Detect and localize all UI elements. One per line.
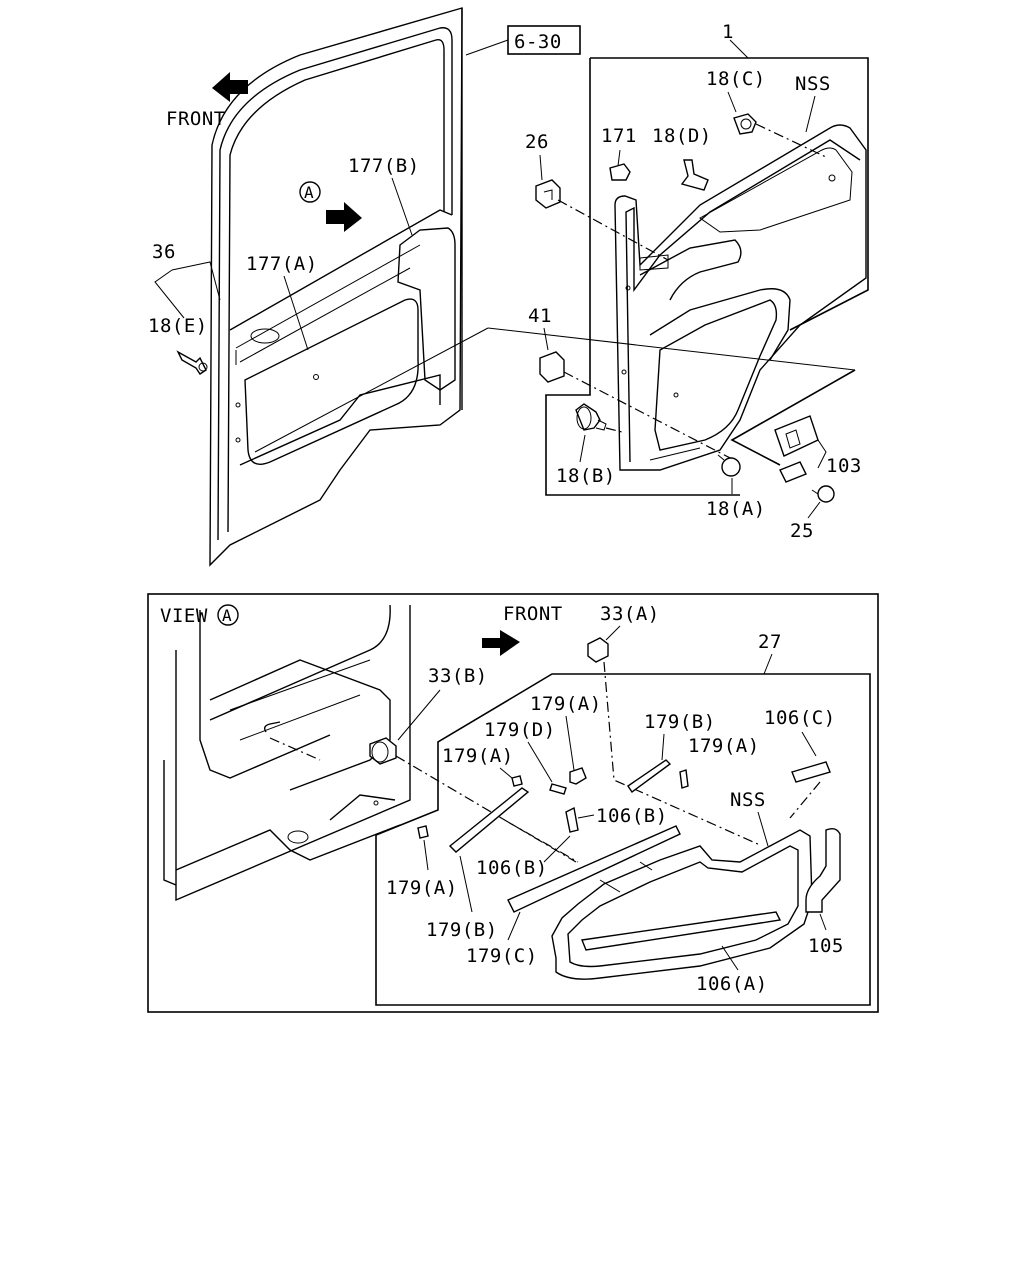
- label-179a-2: 179(A): [442, 745, 514, 767]
- label-179b-2: 179(B): [426, 919, 498, 941]
- seal-piece-179a-left: [511, 775, 523, 787]
- clip-26: [535, 179, 561, 209]
- label-33b: 33(B): [428, 665, 488, 687]
- view-a-letter: A: [304, 183, 314, 202]
- seal-piece-179a-right: [679, 769, 689, 789]
- label-103: 103: [826, 455, 862, 477]
- front-arrow-view: FRONT: [482, 603, 563, 656]
- label-179a-3: 179(A): [688, 735, 760, 757]
- seal-group-frame: 27: [375, 631, 871, 1006]
- label-27: 27: [758, 631, 782, 653]
- label-36: 36: [152, 241, 176, 263]
- label-18c: 18(C): [706, 68, 766, 90]
- view-circle-letter: A: [222, 606, 232, 625]
- clip-171: [609, 163, 631, 181]
- trim-panel-box: [254, 57, 869, 496]
- seal-strip-179c: [507, 825, 681, 913]
- seal-strip-106c: [791, 761, 831, 783]
- front-label-view: FRONT: [503, 603, 563, 625]
- view-door-panel: [163, 604, 411, 902]
- view-label: VIEW: [160, 605, 208, 627]
- label-18e: 18(E): [148, 315, 208, 337]
- label-106b-2: 106(B): [476, 857, 548, 879]
- ref-box-label: 6-30: [514, 31, 562, 53]
- label-179b-1: 179(B): [644, 711, 716, 733]
- screw-25: [811, 485, 835, 503]
- label-105: 105: [808, 935, 844, 957]
- label-25: 25: [790, 520, 814, 542]
- seal-piece-179a-upper: [569, 767, 587, 785]
- label-33a: 33(A): [600, 603, 660, 625]
- label-179a-1: 179(A): [530, 693, 602, 715]
- view-a-title: VIEW A: [160, 604, 239, 627]
- clip-33b: [369, 737, 397, 765]
- view-a-marker: A: [299, 181, 362, 232]
- clip-41: [539, 351, 565, 383]
- view-a-frame: [147, 593, 879, 1013]
- label-18d: 18(D): [652, 125, 712, 147]
- label-179d: 179(D): [484, 719, 556, 741]
- label-1: 1: [722, 21, 734, 43]
- label-179a-4: 179(A): [386, 877, 458, 899]
- label-18a: 18(A): [706, 498, 766, 520]
- seal-strip-179b-right: [627, 759, 672, 793]
- seal-106a: [551, 829, 813, 980]
- label-177b: 177(B): [348, 155, 420, 177]
- seal-piece-106b: [565, 806, 579, 833]
- seal-105: [805, 827, 841, 913]
- label-41: 41: [528, 305, 552, 327]
- label-106a: 106(A): [696, 973, 768, 995]
- door-panel-outline: [209, 7, 463, 567]
- label-18b: 18(B): [556, 465, 616, 487]
- push-pin-18a: [717, 454, 741, 477]
- nss-label-view: NSS: [730, 789, 766, 811]
- clip-18c: [733, 113, 757, 135]
- nss-label-top: NSS: [795, 73, 831, 95]
- label-179c: 179(C): [466, 945, 538, 967]
- label-26: 26: [525, 131, 549, 153]
- clip-33a: [587, 637, 609, 663]
- bolt-18e: [176, 350, 208, 375]
- push-pin-18b: [575, 403, 607, 431]
- bracket-18d: [680, 159, 709, 191]
- retainer-103: [774, 415, 819, 483]
- label-106b-1: 106(B): [596, 805, 668, 827]
- trim-panel: [614, 124, 867, 471]
- label-171: 171: [601, 125, 637, 147]
- seal-strip-179b-left: [448, 787, 530, 853]
- reference-box: 6-30: [465, 25, 581, 56]
- front-arrow-top: FRONT: [166, 72, 248, 130]
- label-106c: 106(C): [764, 707, 836, 729]
- front-label-top: FRONT: [166, 108, 226, 130]
- seal-piece-179a-lower: [417, 825, 429, 839]
- seal-piece-179d: [549, 783, 567, 795]
- label-177a: 177(A): [246, 253, 318, 275]
